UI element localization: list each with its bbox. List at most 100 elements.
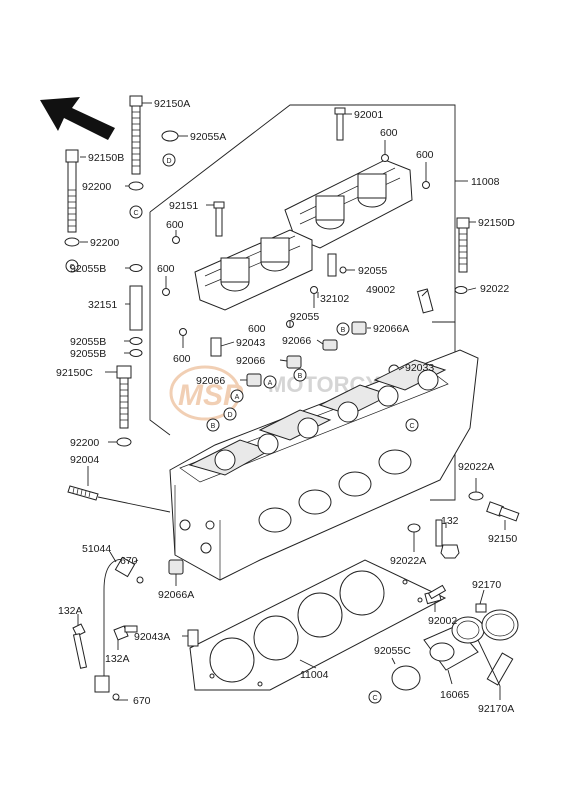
marker-C-1: C (405, 418, 419, 432)
svg-text:D: D (227, 412, 232, 419)
orings-92055B (129, 337, 143, 357)
svg-text:D: D (166, 158, 171, 165)
stud-92004 (67, 485, 171, 513)
label-92066A-a: 92066A (373, 323, 409, 335)
bolt-92150C (116, 365, 132, 429)
marker-A-2: A (230, 389, 244, 403)
small-parts-cams (162, 154, 468, 357)
bolt-92002 (424, 584, 447, 605)
part-labels: 92150A 92055A 92150B 92200 92200 92055B … (56, 98, 517, 715)
washer-92200c (116, 437, 132, 447)
bolt-92150B (65, 149, 79, 233)
oring-92055C (391, 665, 421, 691)
marker-C-4: C (368, 690, 382, 704)
label-92055-a: 92055 (358, 265, 387, 277)
svg-text:A: A (235, 394, 240, 401)
label-92150D: 92150D (478, 217, 515, 229)
label-92055-b: 92055 (290, 311, 319, 323)
label-32102: 32102 (320, 293, 349, 305)
svg-text:B: B (211, 423, 216, 430)
label-11004: 11004 (300, 669, 329, 681)
marker-D-1: D (223, 407, 237, 421)
marker-C-3: C (65, 259, 79, 273)
label-600-d: 600 (157, 263, 175, 275)
carb-holder-16065 (423, 616, 485, 671)
label-92066A-b: 92066A (158, 589, 194, 601)
label-51044: 51044 (82, 543, 111, 555)
label-600-f: 600 (173, 353, 191, 365)
bolt-132-a (435, 519, 460, 559)
marker-B-1: B (293, 368, 307, 382)
label-92170A: 92170A (478, 703, 514, 715)
label-132-a: 132 (441, 515, 459, 527)
label-92055C: 92055C (374, 645, 411, 657)
marker-B-3: B (206, 418, 220, 432)
svg-text:C: C (69, 264, 74, 271)
label-132A-a: 132A (58, 605, 83, 617)
label-92150: 92150 (488, 533, 517, 545)
label-92150B: 92150B (88, 152, 124, 164)
bracket-lines (149, 104, 468, 501)
label-600-a: 600 (380, 127, 398, 139)
svg-text:C: C (372, 695, 377, 702)
label-670-a: 670 (120, 555, 138, 567)
svg-text:A: A (268, 380, 273, 387)
label-92150C: 92150C (56, 367, 93, 379)
label-92066-c: 92066 (196, 375, 225, 387)
svg-text:C: C (133, 210, 138, 217)
label-92055B-b: 92055B (70, 348, 106, 360)
label-49002: 49002 (366, 284, 395, 296)
label-92055A: 92055A (190, 131, 226, 143)
clamp-92170A (477, 639, 514, 687)
oil-pipe-51044 (94, 556, 144, 701)
bolt-132A-b (113, 625, 138, 641)
svg-text:C: C (409, 423, 414, 430)
dowel-92043A (187, 629, 199, 647)
label-600-b: 600 (416, 149, 434, 161)
oring-92055B-top (129, 264, 143, 272)
marker-D-2: D (162, 153, 176, 167)
label-92002: 92002 (428, 615, 457, 627)
cylinder-head-body (169, 349, 479, 581)
label-92170: 92170 (472, 579, 501, 591)
label-92055B-a: 92055B (70, 336, 106, 348)
label-92043A: 92043A (134, 631, 170, 643)
label-92004: 92004 (70, 454, 99, 466)
label-92022A-b: 92022A (390, 555, 426, 567)
fitting-92150 (486, 501, 520, 522)
label-92066-a: 92066 (282, 335, 311, 347)
label-92151: 92151 (169, 200, 198, 212)
marker-B-2: B (336, 322, 350, 336)
washer-92022A-a (468, 491, 484, 501)
camshaft-cap-assembly-left (194, 201, 313, 311)
label-92055B-top: 92055B (70, 263, 106, 275)
label-32151: 32151 (88, 299, 117, 311)
bolt-92150D (456, 217, 470, 273)
label-11008: 11008 (471, 176, 500, 188)
bolt-132A-a (72, 623, 88, 669)
svg-text:B: B (298, 373, 303, 380)
dowel-32151 (129, 285, 143, 331)
label-92001: 92001 (354, 109, 383, 121)
label-92200b: 92200 (90, 237, 119, 249)
label-600-e: 600 (248, 323, 266, 335)
label-92200a: 92200 (82, 181, 111, 193)
leader-lines (77, 102, 506, 701)
label-132A-b: 132A (105, 653, 130, 665)
label-92150A: 92150A (154, 98, 190, 110)
label-600-c: 600 (166, 219, 184, 231)
marker-A-1: A (263, 375, 277, 389)
bolt-92150A (129, 95, 143, 175)
label-92043: 92043 (236, 337, 265, 349)
marker-C-2: C (129, 205, 143, 219)
label-670-b: 670 (133, 695, 151, 707)
washer-92022A-b (407, 523, 421, 533)
front-direction-arrow-icon (40, 97, 115, 140)
head-gasket-11004 (189, 559, 447, 691)
label-16065: 16065 (440, 689, 469, 701)
label-92200c: 92200 (70, 437, 99, 449)
tappet-92066A-b (168, 559, 184, 575)
label-92033: 92033 (405, 362, 434, 374)
label-92022A-a: 92022A (458, 461, 494, 473)
